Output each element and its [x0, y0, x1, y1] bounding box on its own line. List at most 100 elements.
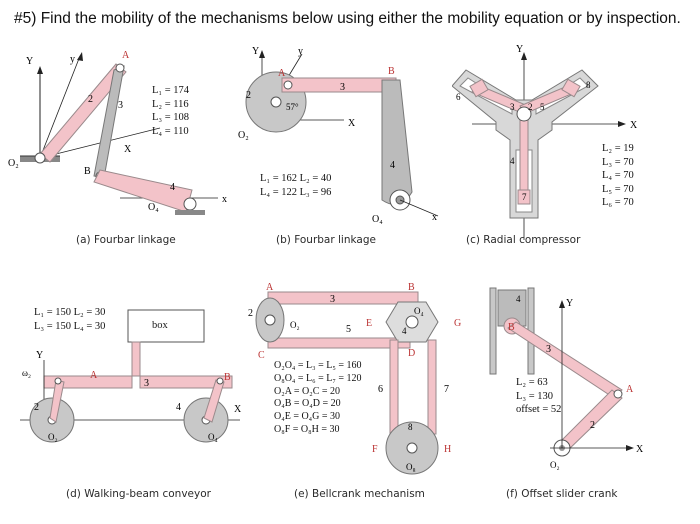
label-a-2: 2: [88, 94, 93, 105]
link-b4: [381, 79, 413, 205]
label-e-4: 4: [402, 326, 407, 336]
label-a-3: 3: [118, 100, 123, 111]
label-c-4: 4: [510, 156, 515, 166]
label-f-Y: Y: [566, 298, 573, 309]
diagram-d: Y ω₂ A 3 B 2 4 X O₂ O₄: [20, 309, 242, 443]
label-c-5: 5: [540, 102, 545, 112]
params-d: L₁ = 150 L₂ = 30 L₃ = 150 L₄ = 30: [34, 306, 105, 333]
label-b-angle: 57°: [286, 102, 299, 112]
panel-a-fourbar: Y y A 2 3 X O₂ B 4 O₄ x L₁ = 174 L₂ = 11…: [0, 40, 240, 255]
label-b-O4: O₄: [372, 214, 383, 225]
params-f: L₂ = 63 L₃ = 130 offset = 52: [516, 376, 561, 417]
label-d-w2: ω₂: [22, 368, 31, 378]
param-a-2: L₂ = 116: [152, 98, 189, 110]
label-b-Y1: Y: [252, 46, 259, 57]
link-e5: [267, 337, 411, 349]
param-a-1: L₁ = 174: [152, 85, 189, 96]
label-b-x2: x: [432, 212, 437, 223]
diagram-b: Y y A 2 57° O₂ 3 B X 4 O₄ x: [238, 46, 439, 225]
label-a-x2: x: [222, 194, 227, 205]
label-a-O2: O₂: [8, 158, 19, 169]
label-b-4: 4: [390, 160, 395, 171]
link-c4: [519, 113, 529, 191]
panel-f-slider-crank: 4 B Y 3 A 2 X O₂ L₂ = 63 L₃ = 130 offset…: [470, 280, 698, 505]
param-e-3: O₂A = O₂C = 20: [274, 385, 341, 397]
label-b-2: 2: [246, 90, 251, 101]
param-e-5: O₄E = O₄G = 30: [274, 411, 341, 423]
label-e-G: G: [454, 318, 461, 329]
link-b3: [281, 77, 397, 93]
link-a2: [39, 63, 127, 163]
label-f-B: B: [508, 322, 515, 333]
caption-c: (c) Radial compressor: [466, 234, 581, 246]
param-d-1: L₁ = 150 L₂ = 30: [34, 307, 106, 318]
param-e-4: O₄B = O₄D = 20: [274, 398, 341, 410]
param-e-1: O₂O₄ = L₃ = L₅ = 160: [274, 360, 362, 371]
label-c-8: 8: [586, 80, 591, 90]
label-a-A: A: [122, 50, 130, 61]
param-a-4: L₄ = 110: [152, 125, 189, 137]
label-e-6: 6: [378, 384, 383, 395]
label-e-O2: O₂: [290, 320, 300, 330]
label-d-X: X: [234, 404, 242, 415]
label-e-A: A: [266, 282, 274, 293]
label-c-7: 7: [522, 192, 527, 202]
label-c-3: 3: [510, 102, 515, 112]
params-a: L₁ = 174 L₂ = 116 L₃ = 108 L₄ = 110: [152, 84, 189, 138]
caption-d: (d) Walking-beam conveyor: [66, 488, 211, 500]
param-b-1: L₁ = 162 L₂ = 40: [260, 173, 332, 184]
label-a-Y1: Y: [26, 56, 33, 67]
label-e-8: 8: [408, 422, 413, 432]
label-c-Y: Y: [516, 44, 523, 55]
label-d-B: B: [224, 372, 231, 383]
label-d-3: 3: [144, 378, 149, 389]
label-f-4: 4: [516, 294, 521, 304]
label-b-A: A: [278, 68, 286, 79]
diagram-c: Y X 6 3 2 5 8 4 7: [451, 44, 638, 240]
diagram-e: A 3 B 2 O₂ 5 E O₄ 4 G C D 6 7 8 F O₈ H: [248, 282, 461, 475]
label-d-Y: Y: [36, 350, 43, 361]
label-d-O2: O₂: [48, 432, 58, 442]
label-a-Y2: y: [70, 54, 75, 65]
diagram-f: 4 B Y 3 A 2 X O₂: [489, 287, 644, 470]
label-a-O4: O₄: [148, 202, 159, 213]
label-b-3: 3: [340, 82, 345, 93]
param-c-2: L₃ = 70: [602, 156, 634, 168]
box-d: [127, 309, 205, 343]
diagram-a: Y y A 2 3 X O₂ B 4 O₄ x: [8, 50, 227, 215]
param-d-2: L₃ = 150 L₄ = 30: [34, 320, 106, 332]
label-e-H: H: [444, 444, 451, 455]
box-label-d: box: [152, 320, 168, 331]
caption-b: (b) Fourbar linkage: [276, 234, 376, 246]
label-d-O4: O₄: [208, 432, 218, 442]
params-b: L₁ = 162 L₂ = 40 L₄ = 122 L₃ = 96: [260, 172, 331, 199]
caption-a: (a) Fourbar linkage: [76, 234, 176, 246]
label-e-7: 7: [444, 384, 449, 395]
params-c: L₂ = 19 L₃ = 70 L₄ = 70 L₅ = 70 L₆ = 70: [602, 142, 634, 210]
param-c-5: L₆ = 70: [602, 197, 634, 209]
label-e-O4: O₄: [414, 306, 424, 316]
param-c-1: L₂ = 19: [602, 143, 634, 154]
crank-c2: [516, 106, 532, 122]
label-d-A: A: [90, 370, 98, 381]
panel-d-conveyor: Y ω₂ A 3 B 2 4 X O₂ O₄ L₁ = 150 L₂ = 30 …: [0, 280, 250, 505]
params-e: O₂O₄ = L₃ = L₅ = 160 O₈O₄ = L₆ = L₇ = 12…: [274, 360, 362, 437]
label-b-X: X: [348, 118, 356, 129]
label-a-X: X: [124, 144, 132, 155]
label-e-F: F: [372, 444, 378, 455]
label-c-2: 2: [528, 102, 533, 112]
label-c-X: X: [630, 120, 638, 131]
label-e-B: B: [408, 282, 415, 293]
link-a4: [93, 169, 193, 213]
param-c-3: L₄ = 70: [602, 170, 634, 182]
param-b-2: L₄ = 122 L₃ = 96: [260, 186, 332, 198]
label-e-E: E: [366, 318, 372, 329]
label-c-6: 6: [456, 92, 461, 102]
label-b-B: B: [388, 66, 395, 77]
label-e-O8: O₈: [406, 462, 416, 472]
label-f-O2: O₂: [550, 460, 560, 470]
link-f3: [507, 321, 623, 399]
question-text: #5) Find the mobility of the mechanisms …: [14, 10, 681, 27]
label-f-2: 2: [590, 420, 595, 431]
caption-f: (f) Offset slider crank: [506, 488, 618, 500]
